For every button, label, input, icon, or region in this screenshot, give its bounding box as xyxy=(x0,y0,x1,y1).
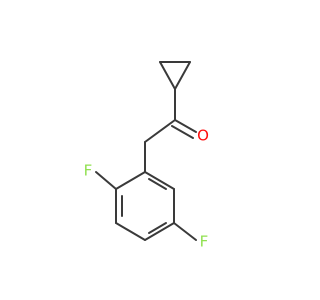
oxygen-label: O xyxy=(197,127,209,145)
bond-fluorine-5 xyxy=(173,222,197,241)
bond-carbonyl-2 xyxy=(171,125,194,139)
bond-carbonyl-1 xyxy=(174,119,197,133)
bond-ring-inner-2 xyxy=(148,222,167,234)
fluorine-label-5: F xyxy=(200,233,209,251)
bond-fluorine-2 xyxy=(95,171,117,190)
molecule-diagram: O F F xyxy=(84,61,209,251)
structure-canvas: O F F xyxy=(83,61,209,251)
bond-ring-1 xyxy=(115,171,146,190)
bond-cyclopropyl-left xyxy=(159,61,176,90)
bond-ring-inner-3 xyxy=(148,178,167,190)
fluorine-label-2: F xyxy=(84,162,93,180)
bond-ring-4 xyxy=(144,222,175,241)
bond-ring-3 xyxy=(115,222,146,241)
bond-carbonyl-ch2 xyxy=(144,119,176,143)
bond-ring-6 xyxy=(144,171,175,190)
bond-cyclopropyl-right xyxy=(174,61,191,90)
